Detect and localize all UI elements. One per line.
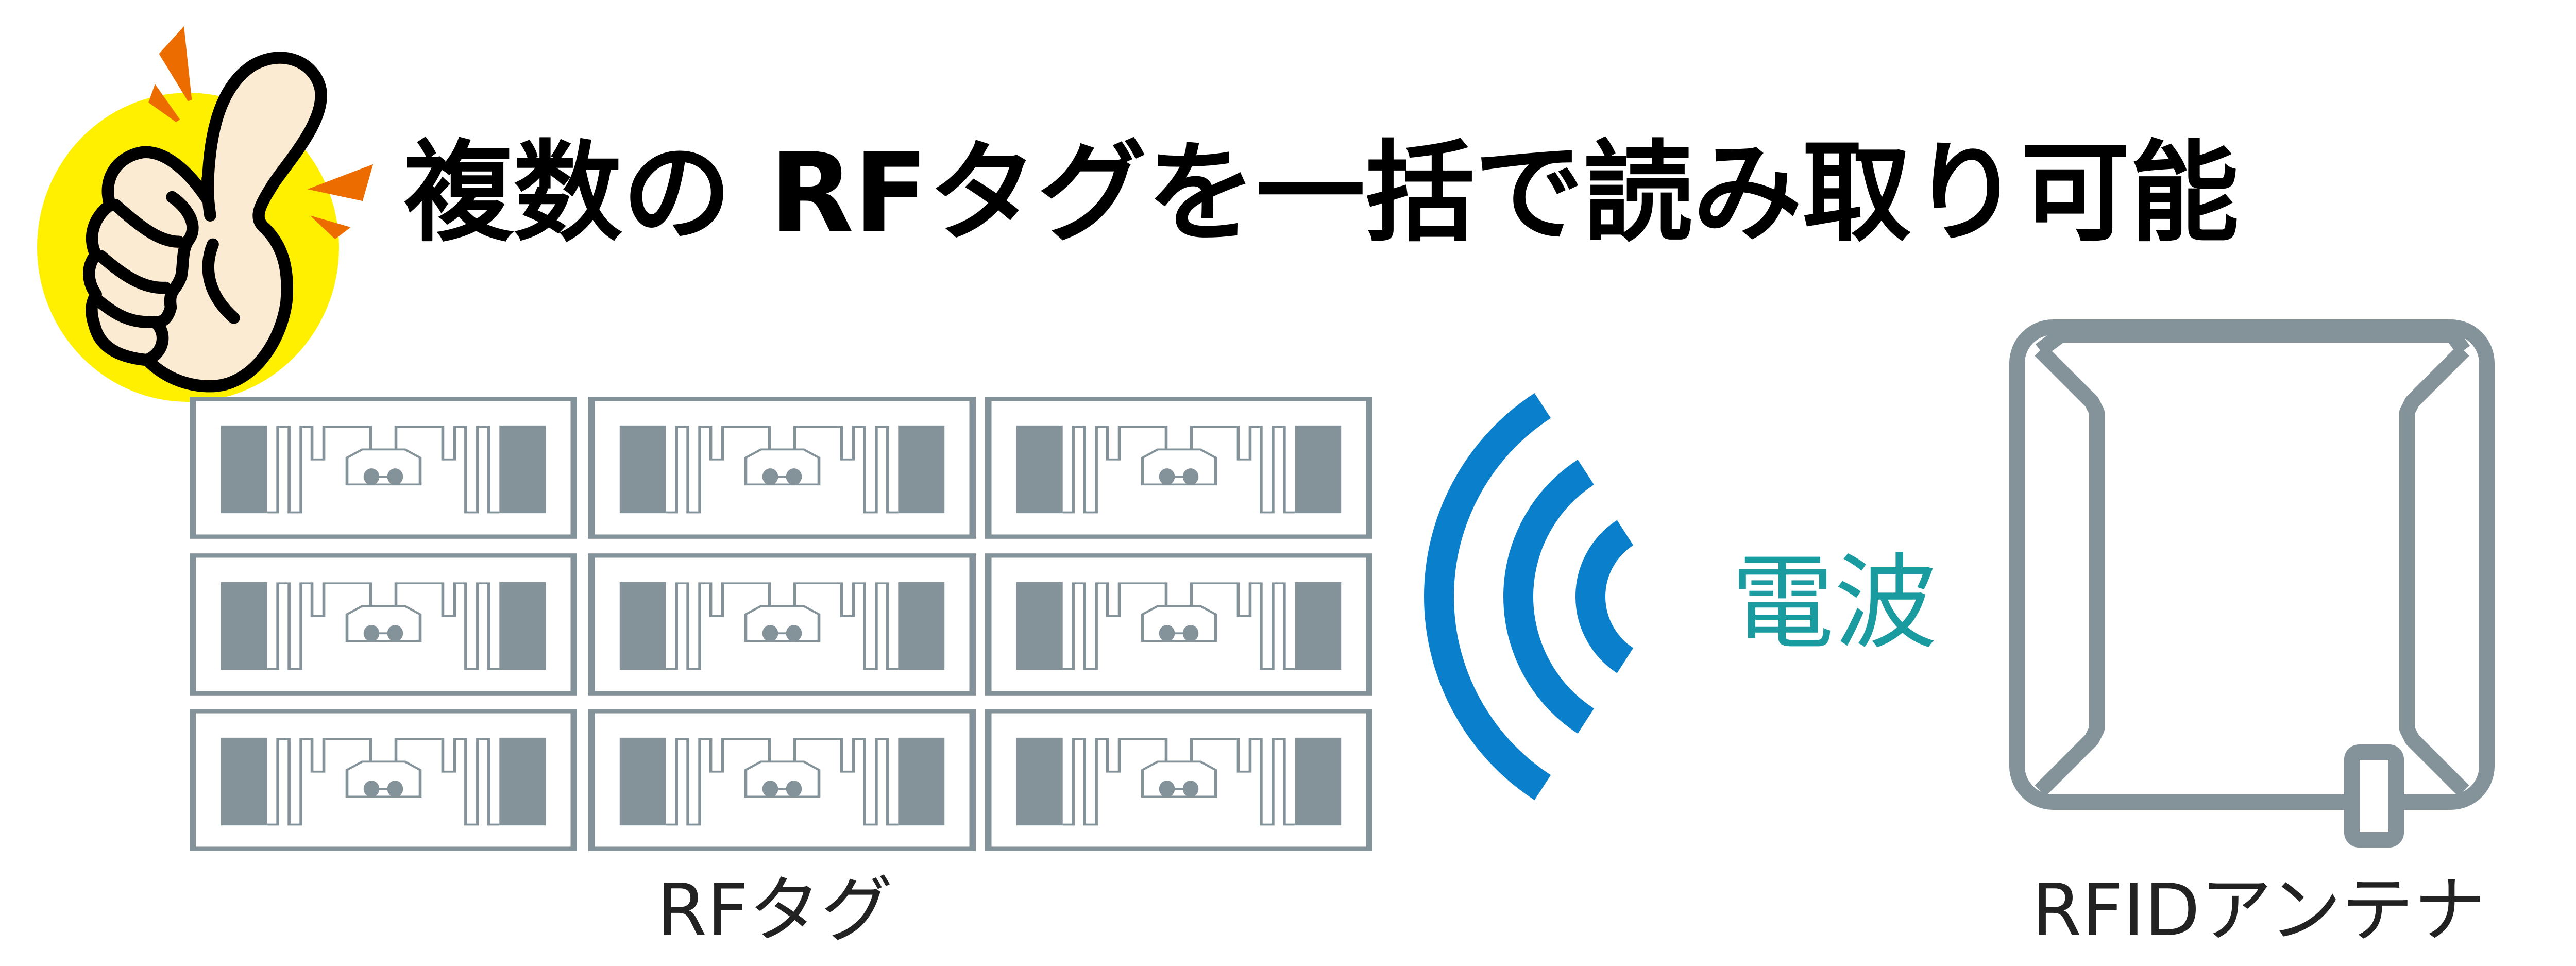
wave-arc — [1575, 520, 1634, 673]
rf-tag — [988, 711, 1369, 849]
rf-tag-label: RFタグ — [657, 869, 893, 953]
wave-arc — [1424, 393, 1551, 800]
rfid-antenna-label: RFIDアンテナ — [2031, 869, 2485, 953]
rf-tag — [193, 555, 574, 693]
rf-tag — [193, 711, 574, 849]
thumbs-up-icon — [37, 26, 374, 402]
rf-tag — [988, 399, 1369, 536]
wave-label: 電波 — [1731, 544, 1937, 664]
rf-tag — [988, 555, 1369, 693]
radio-wave-icon — [1424, 393, 1634, 800]
rfid-antenna-icon — [2009, 319, 2495, 848]
rf-tag — [193, 399, 574, 536]
page-title: 複数の RFタグを一括で読み取り可能 — [404, 129, 2239, 257]
rf-tag-grid — [193, 399, 1369, 849]
rf-tag — [591, 711, 973, 849]
rf-tag — [591, 399, 973, 536]
rf-tag — [591, 555, 973, 693]
wave-arc — [1503, 460, 1595, 734]
